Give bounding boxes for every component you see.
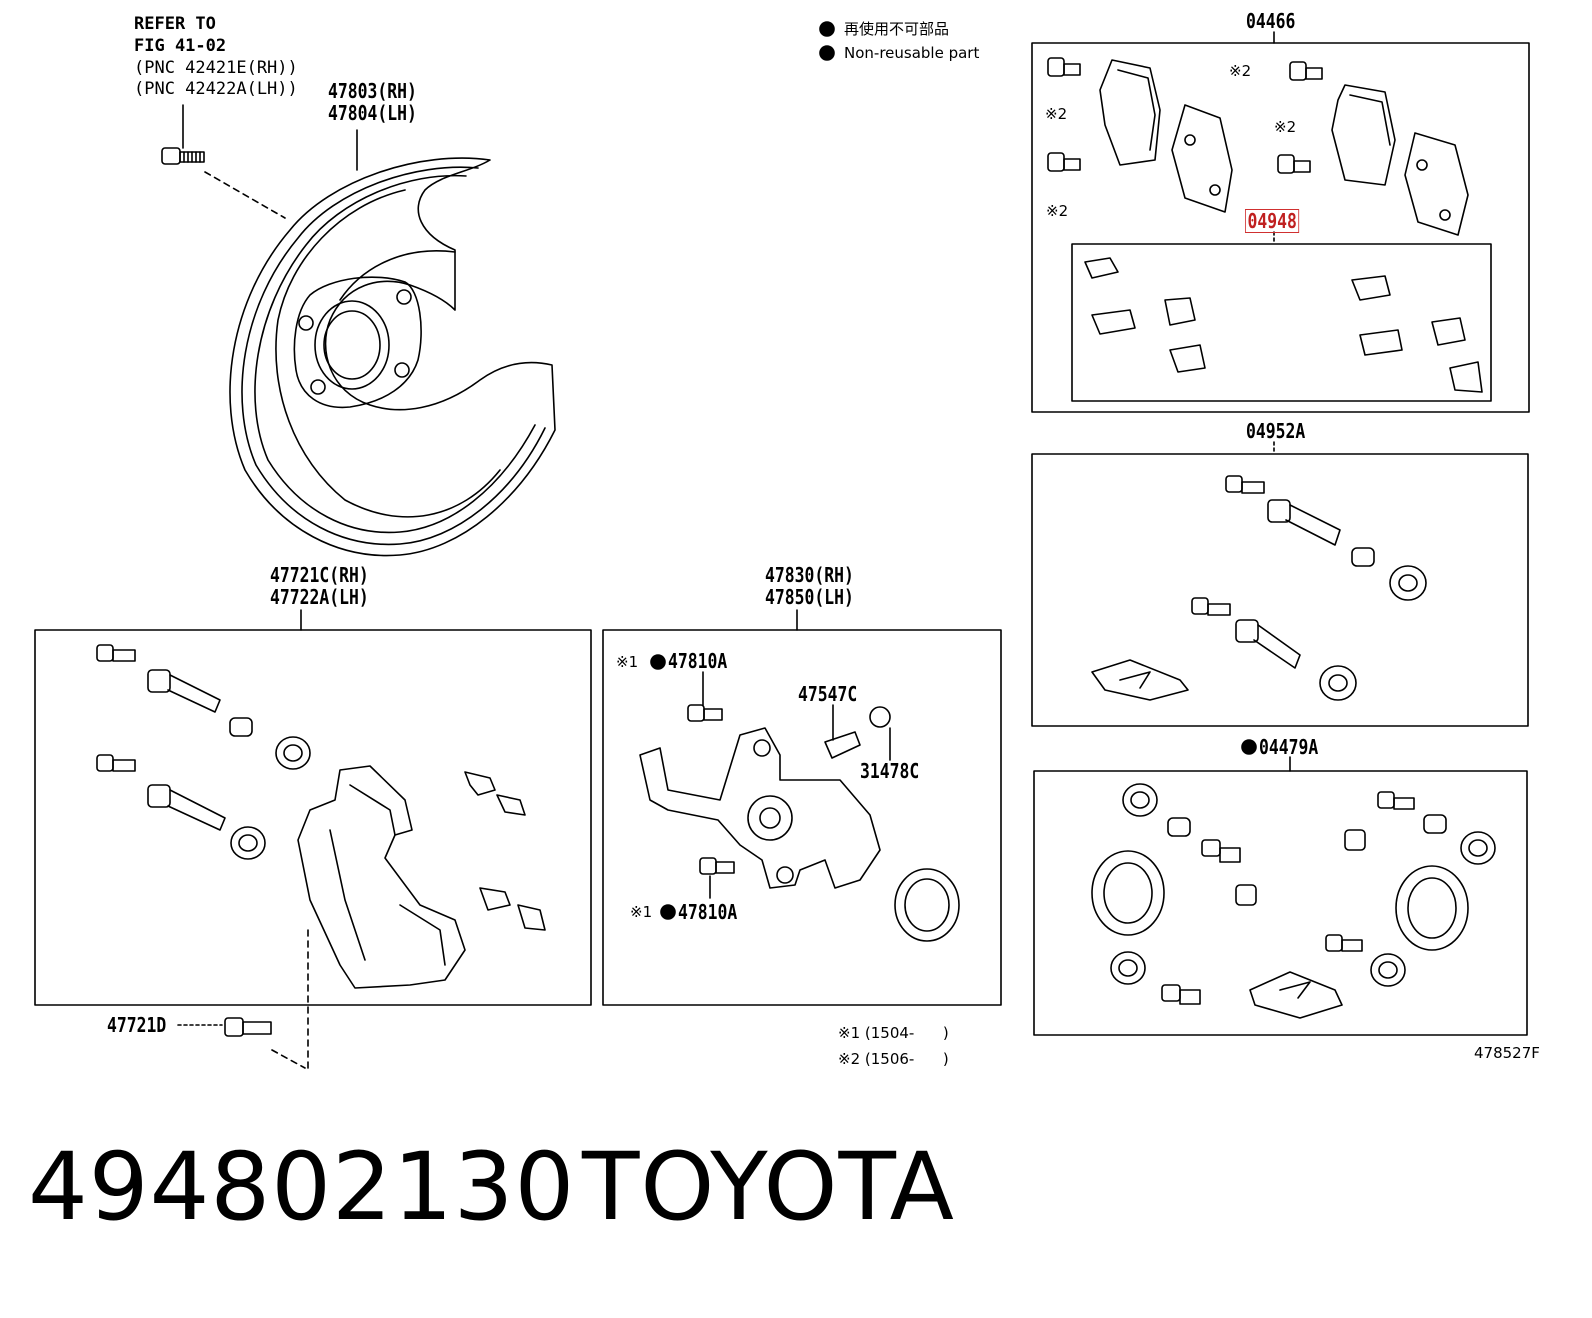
- label-backing-lh: 47804(LH): [328, 101, 417, 125]
- note-1: ※1 (1504- ): [838, 1024, 949, 1042]
- refer-bolt-drawing: [161, 104, 286, 219]
- label-bleeder-cap: 31478C: [860, 759, 920, 783]
- mark-pad-3: ※2: [1274, 118, 1297, 136]
- figure-number: 478527F: [1474, 1044, 1540, 1062]
- label-bleeder: 47547C: [798, 682, 858, 706]
- label-support-rh: 47721C(RH): [270, 563, 369, 587]
- label-bolt-d: 47721D: [107, 1013, 167, 1037]
- support-kit-parts: [96, 644, 546, 1069]
- mark-bolt-a: ※1: [616, 653, 639, 671]
- mark-pad-1: ※2: [1229, 62, 1252, 80]
- cylinder-kit-parts: [1091, 783, 1496, 1019]
- guide-kit-parts: [1091, 475, 1427, 701]
- refer-line-3: (PNC 42421E(RH)): [134, 58, 298, 78]
- label-backing-rh: 47803(RH): [328, 79, 417, 103]
- refer-line-2: FIG 41-02: [134, 36, 227, 56]
- mark-pad-4: ※2: [1046, 202, 1069, 220]
- refer-line-4: (PNC 42422A(LH)): [134, 79, 298, 99]
- label-support-lh: 47722A(LH): [270, 585, 369, 609]
- mark-bolt-b: ※1: [630, 903, 653, 921]
- label-cyl-kit: 04479A: [1259, 735, 1319, 759]
- label-pad-kit: 04466: [1246, 9, 1296, 33]
- brand-name: TOYOTA: [582, 1133, 955, 1242]
- legend-en: Non-reusable part: [844, 44, 980, 62]
- mark-pad-2: ※2: [1045, 105, 1068, 123]
- legend-jp: 再使用不可部品: [844, 20, 950, 38]
- caliper-parts: [639, 671, 960, 942]
- refer-line-1: REFER TO: [134, 14, 216, 34]
- label-guide-kit: 04952A: [1246, 419, 1306, 443]
- label-pad-sub-highlight: 04948: [1245, 209, 1300, 233]
- label-cyl-rh: 47830(RH): [765, 563, 854, 587]
- pad-kit-parts: [1047, 57, 1483, 393]
- label-bolt-a: 47810A: [668, 649, 728, 673]
- note-2: ※2 (1506- ): [838, 1050, 949, 1068]
- backing-plate-drawing: [229, 129, 556, 557]
- label-cyl-lh: 47850(LH): [765, 585, 854, 609]
- label-bolt-b: 47810A: [678, 900, 738, 924]
- part-number: 494802130: [28, 1133, 576, 1242]
